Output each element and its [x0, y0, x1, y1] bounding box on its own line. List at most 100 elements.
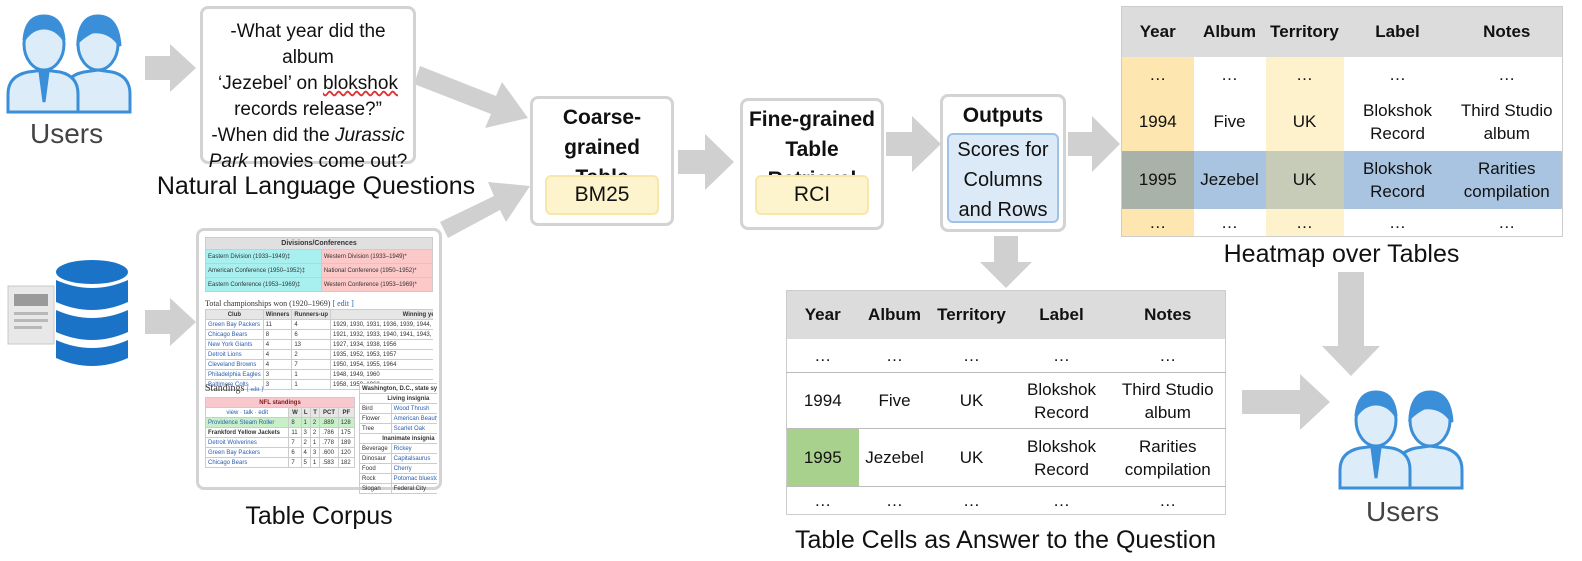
questions-box: -What year did the album ‘Jezebel’ on bl…	[200, 6, 416, 198]
cell: Rarities compilation	[1451, 150, 1563, 209]
cell[interactable]: Baltimore Colts	[205, 379, 264, 390]
arrow-heatmap-to-users	[1322, 272, 1380, 376]
cell: 2	[309, 417, 321, 428]
cell: Blokshok Record	[1343, 150, 1452, 209]
nfl-links[interactable]: view · talk · edit	[205, 407, 290, 418]
cell: …	[1498, 65, 1516, 84]
col-header: W	[288, 407, 302, 418]
scores-line: and Rows	[958, 199, 1048, 221]
nfl-standings-table: NFL standings view · talk · edit W L T P…	[205, 397, 355, 468]
cell[interactable]: Capitalsaurus	[390, 453, 437, 464]
col-header: Notes	[1451, 6, 1563, 57]
cell[interactable]: Chicago Bears	[205, 457, 290, 468]
cell[interactable]: New York Giants	[205, 339, 264, 350]
state-symbols-infobox: Washington, D.C., state symbols Living i…	[359, 383, 437, 494]
cell: 1994	[1121, 92, 1194, 151]
cell: 1950, 1954, 1955, 1964	[330, 359, 433, 370]
cell[interactable]: Rickey	[390, 443, 437, 454]
col-header: Winning years	[330, 309, 433, 320]
coarse-title-line: Coarse-grained	[562, 106, 642, 159]
col-header: Label	[1343, 6, 1452, 57]
cell: Slogan	[359, 483, 392, 494]
answer-cell: 1995	[786, 428, 859, 487]
cell: 7	[291, 359, 332, 370]
cell: 1921, 1932, 1933, 1940, 1941, 1943, 1946…	[330, 329, 433, 340]
cell: Third Studio album	[1110, 372, 1226, 429]
answer-caption: Table Cells as Answer to the Question	[794, 526, 1217, 554]
cell: 1995	[1121, 150, 1194, 209]
cell[interactable]: American Beauty rose	[390, 413, 437, 424]
table-row: … … … … …	[1121, 56, 1563, 93]
cell: 3	[262, 369, 293, 380]
questions-text: -What year did the album ‘Jezebel’ on bl…	[203, 9, 413, 201]
arrow-outputs-to-answer	[980, 236, 1032, 288]
cell[interactable]: Providence Steam Roller	[205, 417, 290, 428]
cell[interactable]: Detroit Wolverines	[205, 437, 290, 448]
cell: …	[1498, 212, 1516, 232]
cell[interactable]: Cleveland Browns	[205, 359, 264, 370]
table-row: … … … … …	[786, 486, 1226, 515]
cell: Federal City	[390, 483, 437, 494]
cell: 2	[300, 437, 311, 448]
championships-table: Club Winners Runners-up Winning years Gr…	[205, 309, 433, 390]
cell: 6	[291, 329, 332, 340]
table-corpus-box: Divisions/Conferences Eastern Division (…	[196, 228, 442, 494]
cell: 4	[300, 447, 311, 458]
col-header: Album	[858, 290, 931, 339]
cell: …	[786, 486, 859, 515]
cell: .583	[319, 457, 339, 468]
cell: Blokshok Record	[1363, 100, 1432, 143]
coarse-retrieval-box: Coarse-grained Table Retrieval BM25	[530, 96, 674, 226]
standings-title: Standings	[205, 383, 245, 394]
cell: 7	[288, 437, 302, 448]
table-row: 1994 Five UK Blokshok Record Third Studi…	[1121, 92, 1563, 151]
cell: UK	[930, 372, 1013, 429]
edit-link[interactable]: [ edit ]	[246, 387, 263, 393]
cell: …	[1389, 65, 1406, 84]
division-cell: American Conference (1950–1952)‡	[205, 263, 322, 278]
cell: 8	[288, 417, 302, 428]
cell: 11	[288, 427, 302, 438]
table-corpus-caption: Table Corpus	[245, 502, 393, 530]
cell: 1935, 1952, 1953, 1957	[330, 349, 433, 360]
edit-link[interactable]: [ edit ]	[332, 299, 354, 308]
scores-box: Scores for Columns and Rows	[947, 133, 1059, 223]
cell: 3	[309, 447, 321, 458]
users-label-bottom: Users	[1366, 496, 1440, 527]
cell[interactable]: Cherry	[390, 463, 437, 474]
cell[interactable]: Wood Thrush	[390, 403, 437, 414]
cell: 2	[309, 427, 321, 438]
cell[interactable]: Chicago Bears	[205, 329, 264, 340]
cell: Dinosaur	[359, 453, 392, 464]
cell: 11	[262, 319, 293, 330]
cell[interactable]: Green Bay Packers	[205, 447, 290, 458]
cell[interactable]: Potomac bluestone	[390, 473, 437, 484]
cell[interactable]: Philadelphia Eagles	[205, 369, 264, 380]
cell: 3	[300, 427, 311, 438]
cell: 1	[309, 437, 321, 448]
outputs-title: Outputs	[962, 104, 1044, 127]
cell[interactable]: Green Bay Packers	[205, 319, 264, 330]
answer-table: Year Album Territory Label Notes … … … ……	[786, 290, 1226, 515]
col-header: Club	[205, 309, 264, 320]
rci-module: RCI	[755, 175, 869, 215]
cell: 189	[337, 437, 355, 448]
cell: …	[858, 486, 931, 515]
arrow-corpus-to-coarse	[440, 182, 530, 238]
inanimate-title: Inanimate insignia	[359, 433, 437, 444]
scores-line: Columns	[963, 169, 1043, 191]
cell[interactable]: Detroit Lions	[205, 349, 264, 360]
question-line: Park movies come out?	[208, 151, 408, 172]
table-row: … … … … …	[787, 339, 1226, 373]
col-header: Notes	[1110, 290, 1226, 339]
arrow-coarse-to-fine	[678, 134, 734, 190]
cell: 120	[337, 447, 355, 458]
cell[interactable]: Scarlet Oak	[390, 423, 437, 434]
